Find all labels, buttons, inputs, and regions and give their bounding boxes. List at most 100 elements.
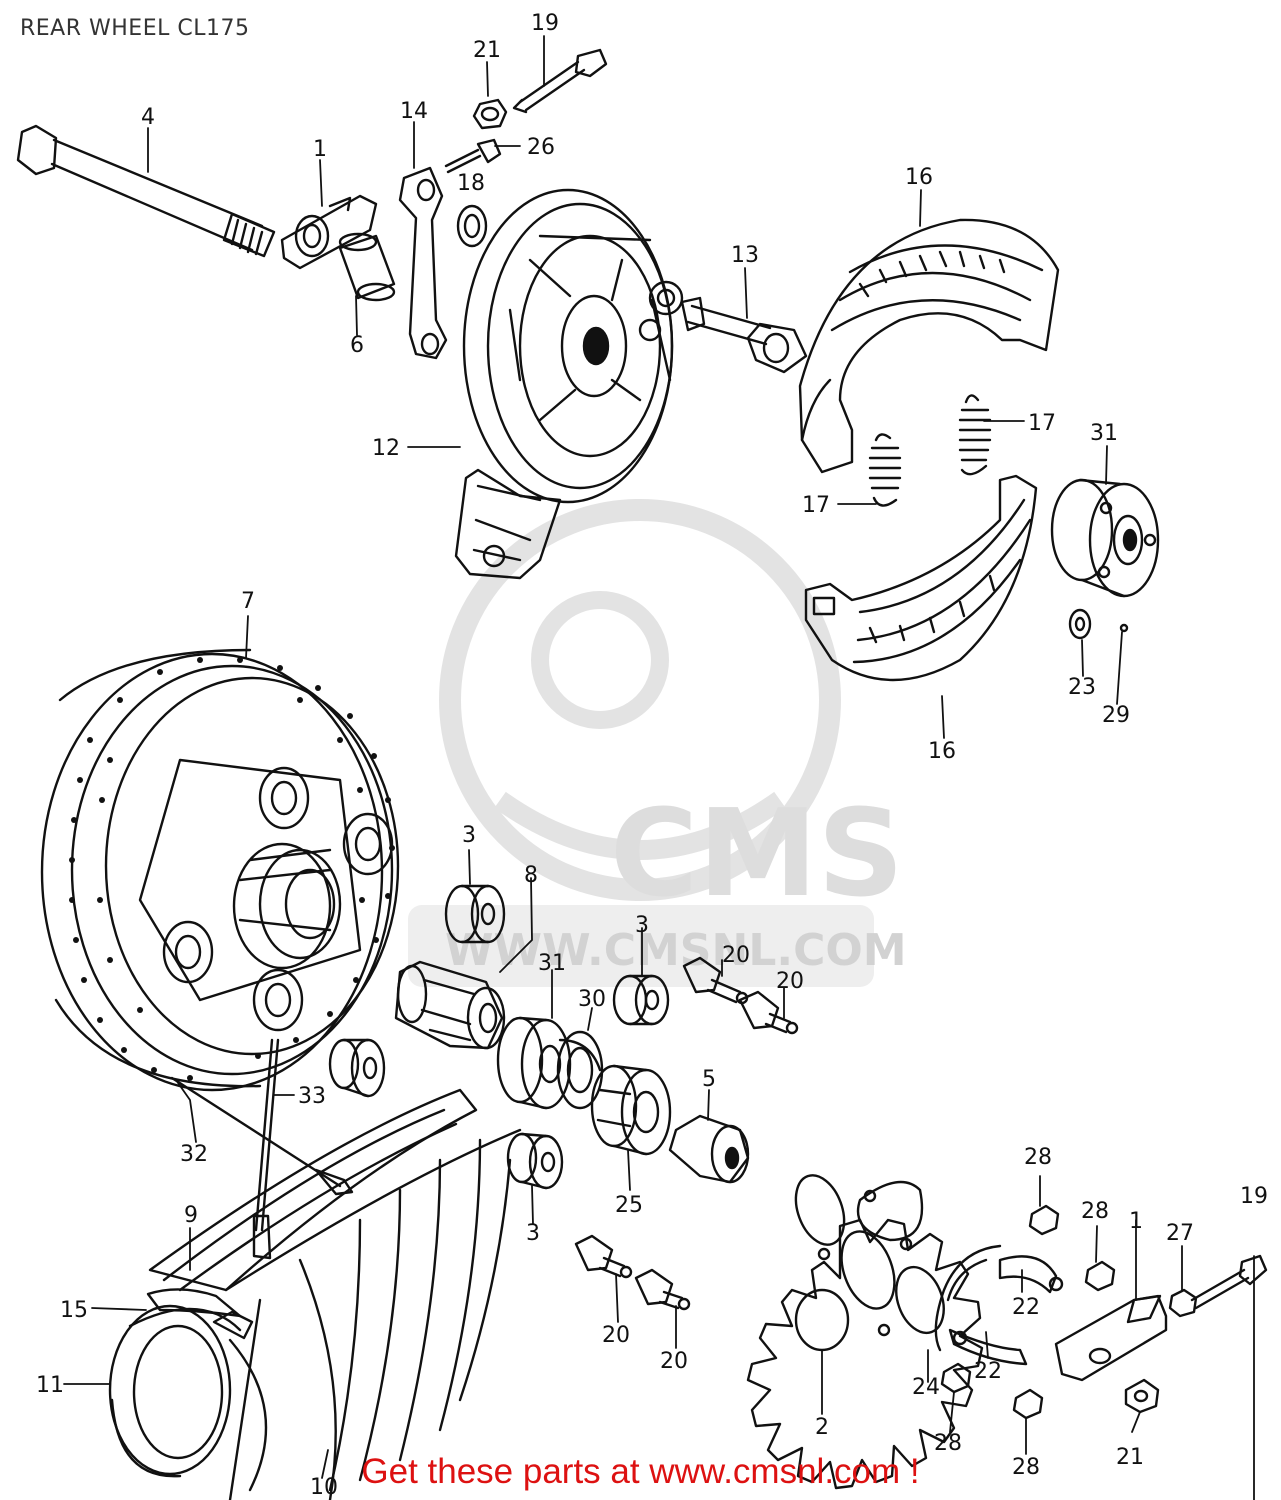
callout-30: 30: [578, 987, 606, 1012]
callout-32: 32: [180, 1142, 208, 1167]
brake-shoe-16-bottom: [804, 474, 1038, 682]
bearing-3-upper: [444, 884, 506, 944]
brake-arm-14: [398, 166, 448, 360]
callout-12: 12: [372, 436, 400, 461]
nut-28-d: [1012, 1388, 1044, 1420]
collar-5: [668, 1114, 750, 1184]
callout-21: 21: [1116, 1445, 1144, 1470]
lock-washer-22-b: [948, 1328, 1028, 1366]
page-title: REAR WHEEL CL175: [20, 16, 250, 41]
watermark-logo: CMS WWW.CMSNL.COM: [408, 499, 907, 987]
brake-shoe-16-top: [798, 218, 1060, 474]
stud-20-upper-a: [682, 956, 749, 1005]
stud-20-lower-b: [634, 1268, 691, 1311]
callout-10: 10: [310, 1475, 338, 1500]
callout-18: 18: [457, 171, 485, 196]
axle-4: [16, 124, 276, 258]
chain-adjuster-1-bottom: [1054, 1294, 1168, 1382]
sprocket-2: [746, 1174, 984, 1490]
callout-19: 19: [531, 11, 559, 36]
callout-labels: 19 21 4 14 1 26 18 16 13 6 12 17 31 17 2…: [36, 11, 1268, 1500]
callout-5: 5: [702, 1067, 716, 1092]
brake-panel-12: [454, 188, 684, 580]
parts-shop-link[interactable]: Get these parts at www.cmsnl.com !: [361, 1452, 920, 1491]
callout-31: 31: [1090, 421, 1118, 446]
callout-3: 3: [526, 1221, 540, 1246]
callout-29: 29: [1102, 703, 1130, 728]
watermark-url: WWW.CMSNL.COM: [445, 925, 907, 976]
callout-23: 23: [1068, 675, 1096, 700]
spring-17-upper: [958, 394, 992, 476]
callout-3: 3: [635, 913, 649, 938]
bearing-3-lower: [506, 1132, 564, 1190]
collar-6: [338, 232, 396, 302]
callout-28: 28: [1012, 1455, 1040, 1480]
callout-2: 2: [815, 1415, 829, 1440]
callout-25: 25: [615, 1193, 643, 1218]
oil-seal-30: [556, 1030, 604, 1110]
nut-21-bottom: [1124, 1378, 1160, 1414]
callout-1: 1: [1129, 1209, 1143, 1234]
stud-20-upper-b: [738, 990, 799, 1035]
nut-21-top: [472, 98, 508, 130]
lock-washer-22-a: [998, 1255, 1064, 1294]
callout-16: 16: [928, 739, 956, 764]
callout-20: 20: [776, 969, 804, 994]
callout-8: 8: [524, 863, 538, 888]
cotter-pin-29: [1119, 623, 1129, 633]
callout-28: 28: [934, 1431, 962, 1456]
callout-16: 16: [905, 165, 933, 190]
bolt-19-bottom: [1190, 1254, 1268, 1310]
callout-15: 15: [60, 1298, 88, 1323]
callout-14: 14: [400, 99, 428, 124]
distance-collar-8: [394, 960, 506, 1050]
callout-28: 28: [1081, 1199, 1109, 1224]
callout-13: 13: [731, 243, 759, 268]
bearing-3-mid: [612, 974, 670, 1026]
bolt-26: [444, 138, 502, 174]
brake-cam-13: [680, 296, 808, 374]
washer-23: [1068, 608, 1092, 640]
nut-27: [1168, 1288, 1198, 1318]
washer-18: [456, 204, 488, 248]
callout-20: 20: [602, 1323, 630, 1348]
circlip-24: [934, 1244, 1002, 1352]
bearing-25: [590, 1064, 672, 1156]
callout-1: 1: [313, 137, 327, 162]
hub-7: [40, 648, 400, 1092]
callout-20: 20: [660, 1349, 688, 1374]
spring-17-lower: [868, 433, 902, 507]
bearing-3-left: [328, 1038, 386, 1098]
watermark-brand: CMS: [610, 785, 904, 924]
callout-31: 31: [538, 951, 566, 976]
chain-adjuster-1-top: [280, 194, 378, 270]
callout-6: 6: [350, 333, 364, 358]
callout-3: 3: [462, 823, 476, 848]
callout-26: 26: [527, 135, 555, 160]
nut-28-c: [940, 1362, 972, 1394]
bolt-19-top: [512, 48, 608, 114]
rim-9: [148, 1088, 522, 1500]
leader-lines: [63, 35, 1255, 1500]
callout-19: 19: [1240, 1184, 1268, 1209]
callout-7: 7: [241, 589, 255, 614]
callout-11: 11: [36, 1373, 64, 1398]
callout-33: 33: [298, 1084, 326, 1109]
callout-17: 17: [1028, 411, 1056, 436]
spoke-32: [170, 1076, 354, 1196]
callout-27: 27: [1166, 1221, 1194, 1246]
callout-22: 22: [974, 1359, 1002, 1384]
callout-22: 22: [1012, 1295, 1040, 1320]
callout-20: 20: [722, 943, 750, 968]
tire-11: [108, 1304, 268, 1492]
callout-4: 4: [141, 105, 155, 130]
callout-24: 24: [912, 1375, 940, 1400]
callout-17: 17: [802, 493, 830, 518]
bearing-31-top: [1050, 478, 1160, 598]
callout-21: 21: [473, 38, 501, 63]
spoke-33: [252, 1038, 280, 1260]
nut-28-b: [1084, 1260, 1116, 1292]
callout-9: 9: [184, 1203, 198, 1228]
nut-28-a: [1028, 1204, 1060, 1236]
